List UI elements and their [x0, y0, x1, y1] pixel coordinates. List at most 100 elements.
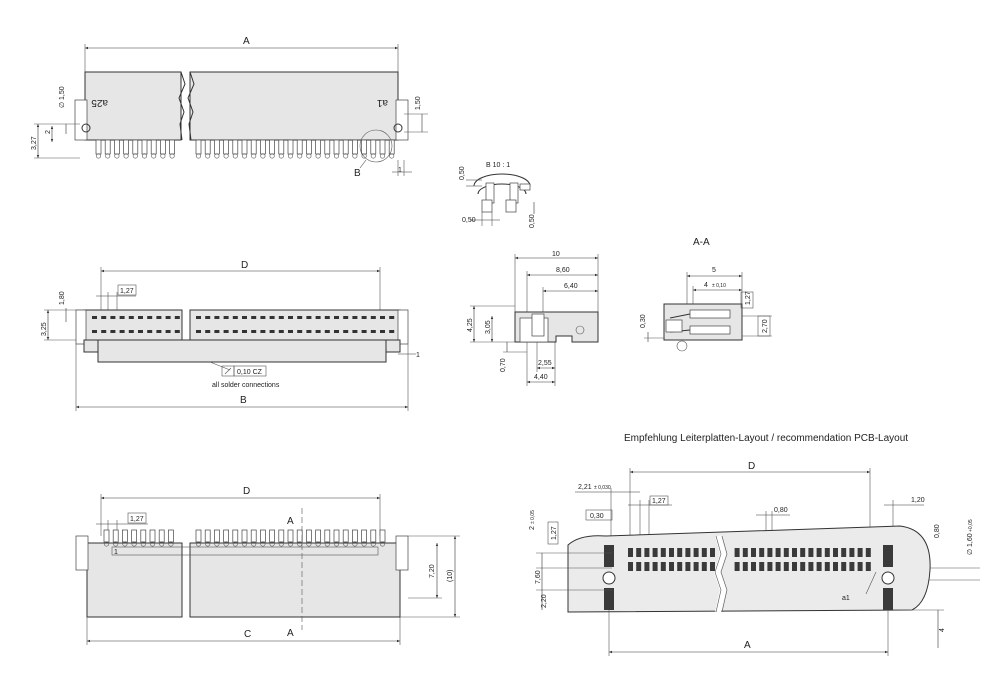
front-contact [352, 316, 358, 319]
top-contact-pin [169, 139, 175, 155]
pcb-pad [759, 562, 765, 571]
bottom-dim-c: C [244, 629, 251, 640]
top-contact-pin [315, 153, 321, 159]
bottom-contact-pin [214, 529, 220, 543]
top-contact-pin [142, 153, 148, 159]
detail-dim-d050-c: 0,50 [529, 214, 536, 228]
pcb-pad [792, 548, 797, 557]
pcb-pad [742, 562, 748, 571]
top-contact-pin [214, 153, 220, 159]
front-contact [370, 316, 376, 319]
top-label-a1: a1 [376, 97, 388, 108]
front-dim-d325: 3,25 [41, 322, 48, 336]
bottom-contact-pin [122, 529, 128, 543]
top-contact-pin [342, 139, 349, 155]
front-contact [260, 330, 266, 333]
front-contact [110, 330, 116, 333]
bottom-contact-pin [260, 541, 266, 547]
top-body-left [84, 71, 182, 141]
bottom-contact-pin [112, 529, 119, 543]
front-contact [278, 330, 284, 333]
top-contact-pin [296, 139, 303, 155]
top-pins-right [195, 139, 395, 159]
pcb-pad-array [628, 548, 871, 571]
front-contact [343, 316, 349, 319]
bottom-contact-pin [159, 541, 165, 547]
front-tolerance: 0,10 CZ [237, 369, 263, 376]
pcb-dim-d127-top: 1,27 [652, 498, 666, 505]
front-contacts-right [196, 316, 395, 333]
front-contact [205, 330, 211, 333]
top-contact-pin [370, 139, 377, 155]
bottom-contact-pin [269, 541, 275, 547]
front-contact [242, 330, 247, 333]
front-contact [223, 330, 229, 333]
bottom-pin1-label: 1 [114, 549, 118, 556]
section-dim-d4: 4 [704, 282, 708, 289]
bottom-contact-pin [232, 541, 238, 547]
front-contact [343, 330, 349, 333]
pcb-pad [808, 562, 814, 571]
top-contact-pin [269, 139, 275, 155]
pcb-dim-d: D [748, 461, 755, 472]
bottom-contact-pin [204, 529, 211, 543]
top-dim-d150-left: ∅ 1,50 [59, 86, 66, 108]
front-contact [324, 316, 330, 319]
bottom-contact-strip [111, 546, 379, 556]
bottom-contact-pin [324, 529, 331, 543]
section-dim-d5: 5 [712, 267, 716, 274]
top-dim-d327: 3,27 [31, 136, 38, 150]
bottom-pins-right [195, 529, 386, 547]
pcb-pad [644, 548, 650, 557]
front-contact [306, 316, 312, 319]
top-contact-pin [132, 139, 139, 155]
front-contact [110, 316, 116, 319]
bottom-dim-d10: (10) [447, 570, 454, 582]
pcb-pad [783, 548, 789, 557]
pcb-pad [833, 562, 838, 571]
top-pins-left [95, 139, 175, 159]
pcb-dim-d4: 4 [939, 628, 946, 632]
top-contact-pin [306, 139, 312, 155]
top-contact-pin [389, 153, 395, 159]
top-contact-pin [370, 153, 376, 159]
top-contact-pin [352, 139, 358, 155]
top-contact-pin [278, 139, 285, 155]
front-contact [269, 330, 275, 333]
pcb-pad [767, 562, 773, 571]
bottom-contact-pin [214, 541, 220, 547]
pcb-dim-d120: 1,20 [911, 497, 925, 504]
side-dim-d070: 0,70 [500, 358, 507, 372]
pcb-pad-left-bottom [604, 588, 614, 610]
bottom-pins-left [103, 529, 174, 547]
top-contact-pin [297, 153, 303, 159]
pcb-pad [710, 562, 715, 571]
bottom-contact-pin [333, 529, 340, 543]
bottom-contact-pin [342, 529, 349, 543]
pcb-pad-right-top [883, 545, 893, 567]
side-dim-d255: 2,55 [538, 360, 552, 367]
bottom-contact-pin [361, 529, 367, 543]
pcb-pad [800, 548, 806, 557]
front-contact [101, 330, 107, 333]
front-contact [251, 316, 257, 319]
top-dim-d150-right: 1,50 [415, 96, 422, 110]
front-contact [101, 316, 107, 319]
front-dim-d1: 1 [416, 352, 420, 359]
bottom-contact-pin [232, 529, 239, 543]
section-dim-d4-tol: ± 0,10 [712, 283, 726, 289]
bottom-contact-pin [306, 541, 312, 547]
top-contact-pin [315, 139, 321, 155]
top-contact-pin [114, 153, 120, 159]
bottom-contact-pin [278, 541, 284, 547]
pcb-dim-d160-tol: +0,05 [968, 519, 974, 532]
front-contact [315, 330, 321, 333]
side-dim-d425: 4,25 [467, 318, 474, 332]
bottom-contact-pin [122, 541, 128, 547]
pcb-dim-d760: 7,60 [535, 570, 542, 584]
top-contact-pin [278, 153, 284, 159]
bottom-contact-pin [113, 541, 119, 547]
bottom-contact-pin [287, 541, 293, 547]
pcb-pad [808, 548, 814, 557]
bottom-contact-pin [168, 529, 174, 543]
